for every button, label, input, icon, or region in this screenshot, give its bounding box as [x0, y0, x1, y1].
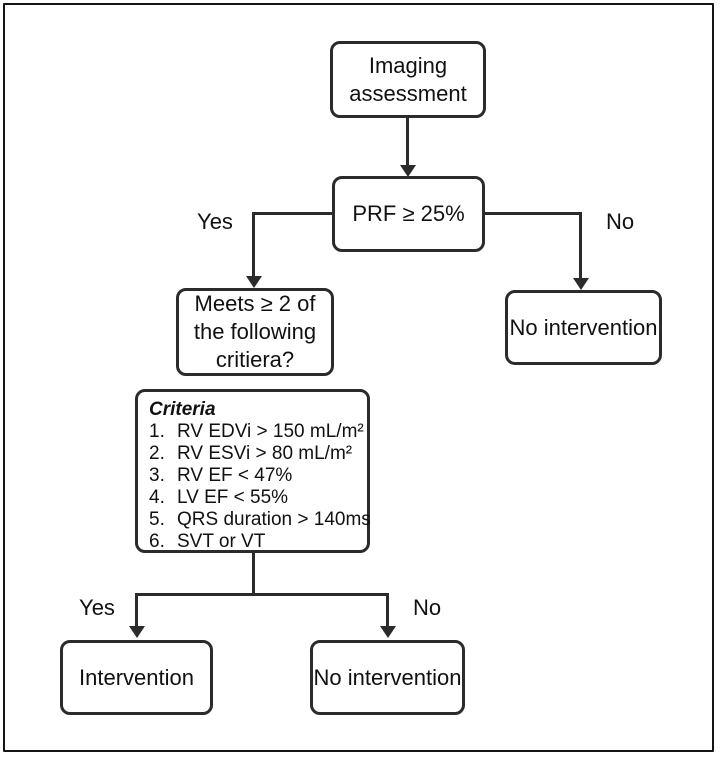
- edge-label-criteria-yes: Yes: [79, 595, 115, 620]
- connector-imaging-to-prf: [406, 117, 409, 166]
- criteria-item: 6. SVT or VT: [149, 531, 361, 553]
- criteria-item: 4. LV EF < 55%: [149, 487, 361, 509]
- arrowhead-split-yes-icon: [129, 626, 145, 638]
- criteria-item-text: RV EDVi > 150 mL/m²: [177, 421, 364, 442]
- connector-split-horizontal: [135, 593, 389, 596]
- criteria-item-number: 2.: [149, 443, 165, 464]
- criteria-item-text: QRS duration > 140ms: [177, 509, 371, 530]
- node-no-intervention-bottom: No intervention: [310, 640, 465, 715]
- criteria-item-number: 6.: [149, 531, 165, 552]
- arrowhead-split-no-icon: [380, 626, 396, 638]
- node-no-intervention-right: No intervention: [505, 290, 662, 365]
- node-intervention: Intervention: [60, 640, 213, 715]
- connector-prf-yes-horizontal: [252, 212, 332, 215]
- criteria-item: 2. RV ESVi > 80 mL/m²: [149, 443, 361, 465]
- node-prf-decision: PRF ≥ 25%: [332, 176, 485, 252]
- criteria-item-number: 5.: [149, 509, 165, 530]
- criteria-item-text: RV ESVi > 80 mL/m²: [177, 443, 353, 464]
- connector-prf-yes-vertical: [252, 212, 255, 276]
- criteria-item: 3. RV EF < 47%: [149, 465, 361, 487]
- criteria-item-text: RV EF < 47%: [177, 465, 293, 486]
- criteria-title: Criteria: [149, 399, 216, 420]
- connector-criteria-down: [252, 553, 255, 596]
- arrowhead-prf-no-icon: [573, 278, 589, 290]
- criteria-item: 1. RV EDVi > 150 mL/m²: [149, 421, 364, 443]
- arrowhead-imaging-to-prf-icon: [400, 165, 416, 177]
- connector-split-no-vertical: [386, 593, 389, 627]
- criteria-item-number: 4.: [149, 487, 165, 508]
- arrowhead-prf-yes-icon: [246, 276, 262, 288]
- criteria-item-number: 1.: [149, 421, 165, 442]
- node-meets-criteria: Meets ≥ 2 of the following critiera?: [176, 288, 334, 376]
- node-imaging-assessment: Imaging assessment: [330, 41, 486, 118]
- connector-prf-no-vertical: [579, 212, 582, 278]
- criteria-item-number: 3.: [149, 465, 165, 486]
- criteria-item-text: LV EF < 55%: [177, 487, 289, 508]
- criteria-item-text: SVT or VT: [177, 531, 266, 552]
- outer-border: [3, 3, 714, 752]
- edge-label-criteria-no: No: [412, 595, 442, 620]
- edge-label-prf-no: No: [605, 209, 635, 234]
- criteria-item: 5. QRS duration > 140ms: [149, 509, 371, 531]
- connector-prf-no-horizontal: [485, 212, 582, 215]
- connector-split-yes-vertical: [135, 593, 138, 627]
- edge-label-prf-yes: Yes: [197, 209, 233, 234]
- criteria-list-box: Criteria 1. RV EDVi > 150 mL/m² 2. RV ES…: [135, 389, 371, 553]
